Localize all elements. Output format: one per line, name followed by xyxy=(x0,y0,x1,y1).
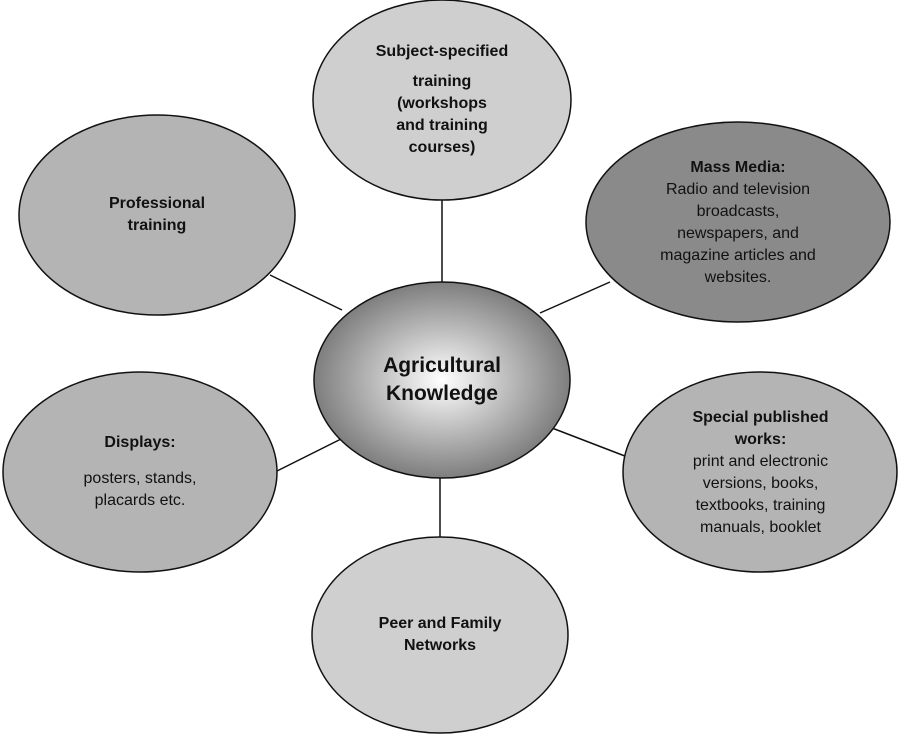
node-peer-title-line: Peer and Family xyxy=(378,615,502,632)
node-professional: Professional training xyxy=(47,180,267,250)
connector-displays xyxy=(274,436,346,473)
node-special-ellipse xyxy=(622,371,898,573)
node-mass-media-body-line: broadcasts, xyxy=(696,202,780,220)
node-mass-media-body-line: magazine articles and xyxy=(660,246,816,264)
node-special-body-line: versions, books, xyxy=(702,474,819,492)
node-mass-media-title: Mass Media: xyxy=(690,158,786,176)
connector-professional xyxy=(269,274,343,311)
center-node: Agricultural Knowledge xyxy=(332,340,552,420)
node-displays-ellipse xyxy=(2,371,278,573)
node-special: Special published works: print and elect… xyxy=(648,400,873,545)
node-subject: Subject-specified training (workshops an… xyxy=(332,30,552,170)
node-mass-media: Mass Media: Radio and television broadca… xyxy=(618,145,858,300)
node-displays: Displays: posters, stands, placards etc. xyxy=(40,422,240,522)
node-displays-body-line: posters, stands, xyxy=(83,470,197,487)
node-special-title-line: Special published xyxy=(692,408,829,426)
node-mass-media-body-line: websites. xyxy=(704,268,772,286)
node-special-body-line: textbooks, training xyxy=(695,496,826,514)
node-peer-title-line: Networks xyxy=(403,637,477,654)
node-special-title-line: works: xyxy=(734,430,787,448)
node-professional-title-line: training xyxy=(127,217,187,234)
node-subject-body-line: training xyxy=(412,73,472,90)
node-peer: Peer and Family Networks xyxy=(330,600,550,670)
connector-mass-media xyxy=(539,281,611,314)
node-mass-media-body-line: Radio and television xyxy=(665,180,811,198)
center-title-line: Knowledge xyxy=(385,382,498,405)
node-displays-body-line: placards etc. xyxy=(94,492,186,509)
node-subject-body-line: (workshops xyxy=(397,95,487,112)
node-subject-body-line: courses) xyxy=(408,139,476,156)
center-ellipse xyxy=(313,281,571,479)
node-subject-body-line: and training xyxy=(396,117,488,134)
connector-special xyxy=(551,427,631,459)
node-special-body-line: print and electronic xyxy=(692,452,829,470)
node-subject-title: Subject-specified xyxy=(375,43,509,60)
node-mass-media-body-line: newspapers, and xyxy=(677,224,799,242)
node-professional-title-line: Professional xyxy=(108,195,206,212)
node-subject-ellipse xyxy=(312,0,572,201)
node-special-body-line: manuals, booklet xyxy=(700,518,821,536)
node-peer-ellipse xyxy=(311,536,569,734)
node-displays-title: Displays: xyxy=(104,434,176,451)
center-title-line: Agricultural xyxy=(383,354,501,377)
node-mass-media-ellipse xyxy=(585,121,891,323)
node-professional-ellipse xyxy=(18,114,296,316)
